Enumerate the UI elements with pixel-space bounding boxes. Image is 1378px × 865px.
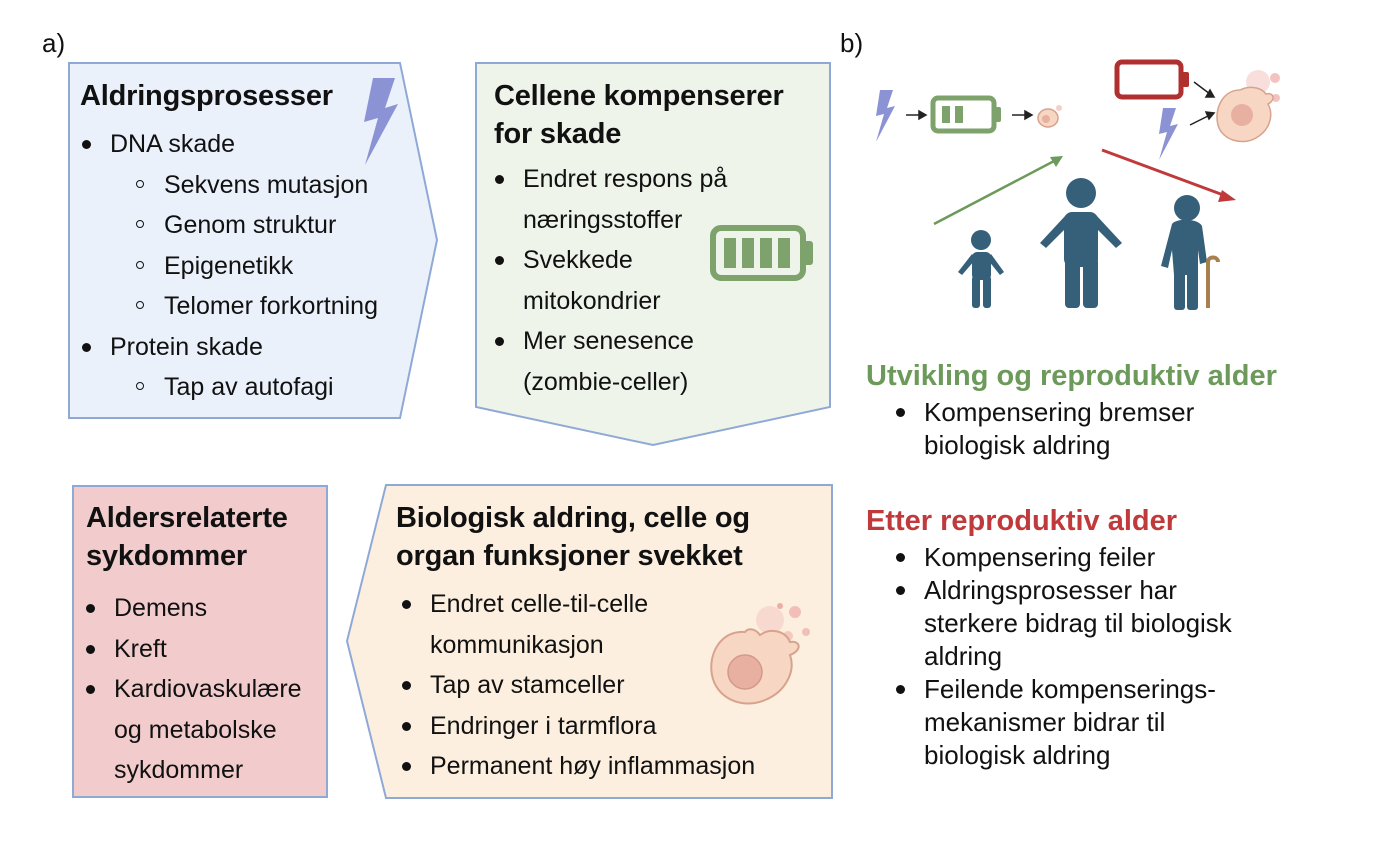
list-item: Kompensering feiler [866, 541, 1336, 574]
list-item: Telomer forkortning [66, 286, 426, 327]
development-list: Kompensering bremser biologisk aldring [866, 396, 1326, 462]
list-item: Demens [70, 588, 325, 629]
box4-title: Aldersrelaterte sykdommer [86, 502, 288, 572]
list-item: Aldringsprosesser har [866, 574, 1336, 607]
list-item-continued: kommunikasjon [430, 630, 604, 659]
box-cells-compensate [475, 62, 831, 447]
list-item-continued: sterkere bidrag til biologisk [924, 608, 1232, 638]
list-item: Genom struktur [66, 205, 426, 246]
list-item: Kompensering bremser [866, 396, 1326, 429]
arrow-right-icon [1012, 109, 1034, 121]
battery-empty-icon [1114, 59, 1189, 100]
cell-icon [1037, 105, 1062, 128]
box-aging-processes [68, 62, 439, 419]
list-item: Feilende kompenserings- [866, 673, 1336, 706]
arrow-right-icon [906, 109, 928, 121]
list-item-continued: sykdommer [114, 756, 244, 784]
list-item-continued: aldring [924, 641, 1003, 671]
box4-list: Demens Kreft Kardiovaskulære og metabols… [70, 588, 325, 791]
lightning-bolt-icon [364, 78, 398, 165]
list-item: Endret celle-til-celle [386, 584, 816, 625]
decline-trend-arrow [1101, 148, 1236, 202]
box-biological-aging [345, 484, 833, 799]
box3-title: Biologisk aldring, celle og organ funksj… [396, 502, 750, 572]
box2-list: Endret respons på næringsstoffer Svekked… [479, 159, 799, 402]
list-item-continued: biologisk aldring [924, 430, 1111, 460]
list-item-continued: mekanismer bidrar til [924, 707, 1166, 737]
lightning-bolt-icon [876, 90, 895, 142]
list-item: Tap av stamceller [386, 665, 816, 706]
list-item-continued: mitokondrier [523, 286, 661, 315]
lightning-bolt-icon [1159, 108, 1178, 160]
list-item: Kreft [70, 629, 325, 670]
list-item: Sekvens mutasjon [66, 165, 426, 206]
elderly-figure-icon [1161, 195, 1220, 310]
list-item: Tap av autofagi [66, 367, 426, 408]
box2-title: Cellene kompenserer for skade [494, 80, 784, 150]
list-item-continued: biologisk aldring [924, 740, 1111, 770]
development-trend-arrow [933, 156, 1063, 226]
box1-list: DNA skade Sekvens mutasjon Genom struktu… [66, 124, 426, 408]
list-item: Endret respons på [479, 159, 799, 200]
list-item: DNA skade [66, 124, 426, 165]
panel-label-a: a) [42, 28, 66, 58]
senescent-cell-icon [1216, 70, 1280, 143]
adult-figure-icon [1040, 178, 1122, 308]
list-item: Protein skade [66, 327, 426, 368]
heading-development: Utvikling og reproduktiv alder [866, 360, 1277, 392]
list-item: Permanent høy inflammasjon [386, 746, 816, 787]
panel-label-b: b) [840, 28, 864, 58]
list-item: Kardiovaskulære [70, 669, 325, 710]
list-item: Svekkede [479, 240, 799, 281]
list-item-continued: næringsstoffer [523, 205, 683, 234]
child-figure-icon [958, 230, 1004, 308]
post-reproductive-list: Kompensering feiler Aldringsprosesser ha… [866, 541, 1336, 772]
box-age-related-diseases [72, 485, 328, 798]
list-item: Mer senesence [479, 321, 799, 362]
box3-list: Endret celle-til-celle kommunikasjon Tap… [386, 584, 816, 787]
list-item-continued: og metabolske [114, 715, 277, 744]
senescent-cell-icon [710, 603, 810, 705]
heading-post-reproductive: Etter reproduktiv alder [866, 505, 1178, 537]
battery-full-icon [710, 225, 813, 281]
arrow-right-icon [1189, 81, 1216, 126]
battery-half-icon [930, 95, 1001, 134]
list-item-continued: (zombie-celler) [523, 367, 689, 396]
list-item: Epigenetikk [66, 246, 426, 287]
list-item: Endringer i tarmflora [386, 706, 816, 747]
box1-title: Aldringsprosesser [80, 80, 333, 112]
